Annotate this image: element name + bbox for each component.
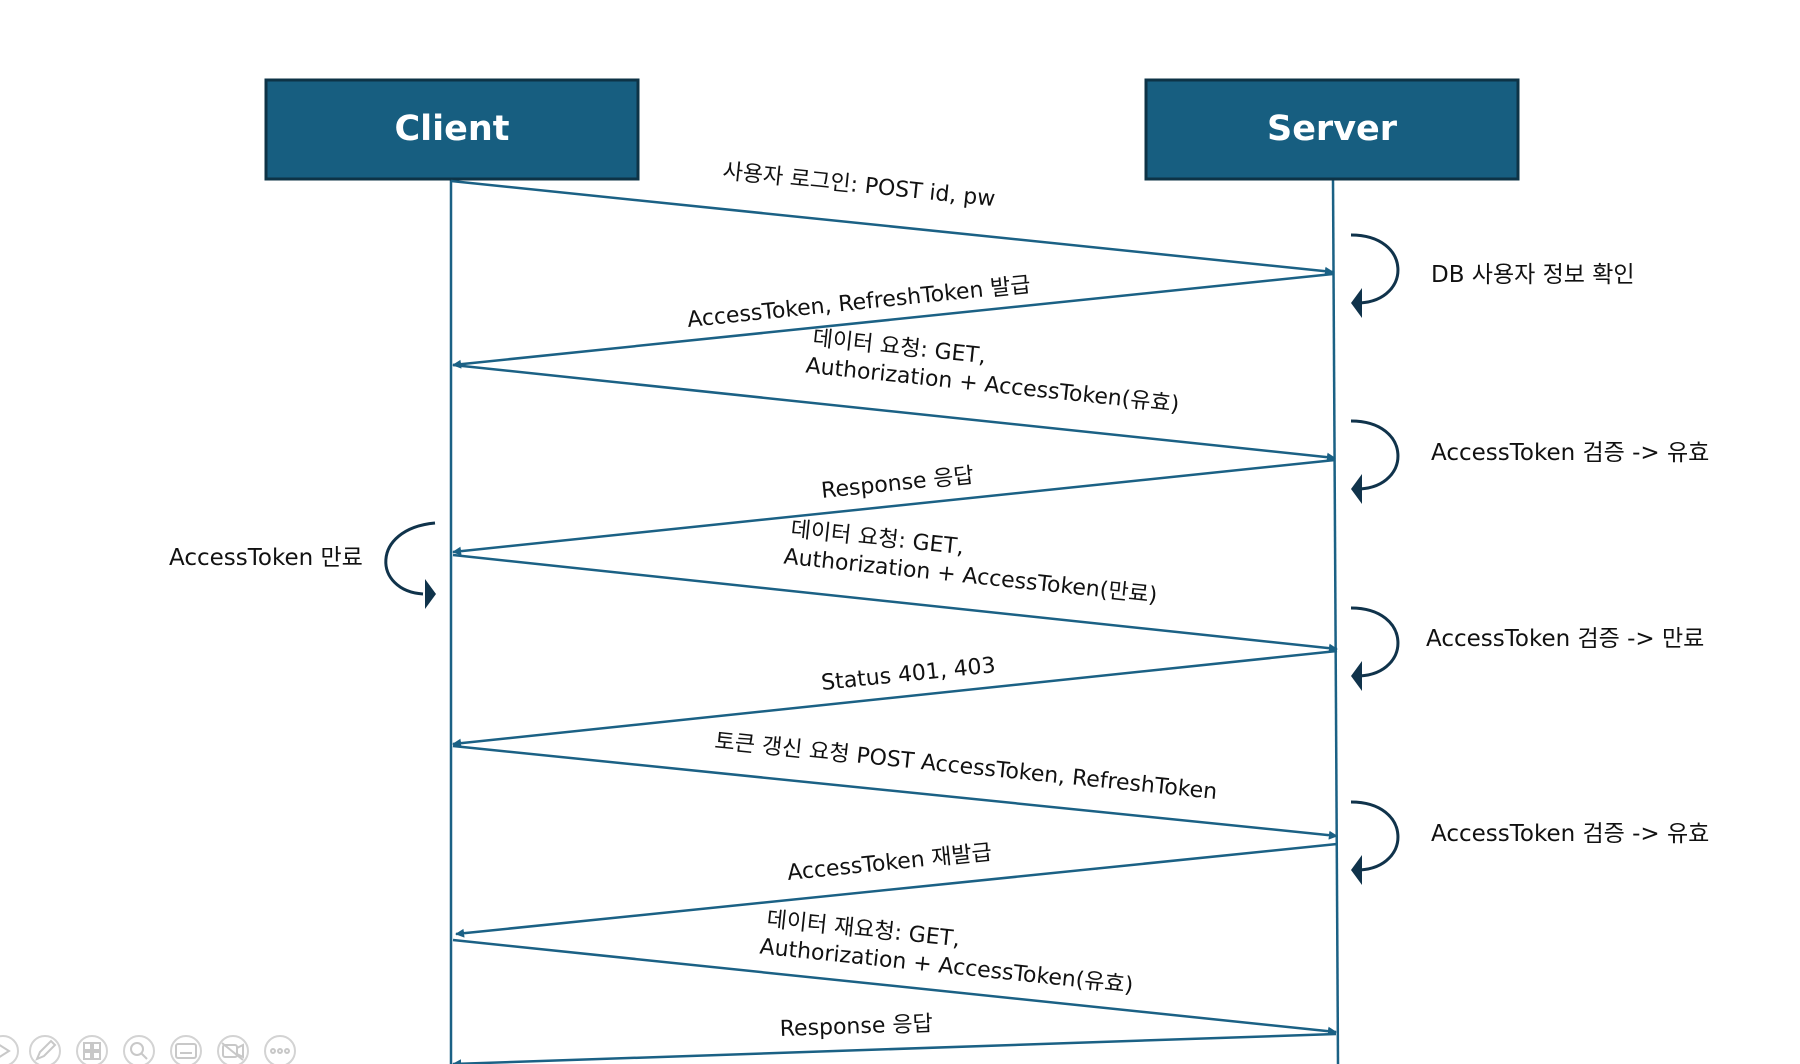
message-label-1: 사용자 로그인: POST id, pw bbox=[721, 159, 996, 212]
message-arrow-8 bbox=[455, 842, 1338, 938]
zoom-icon[interactable] bbox=[123, 1035, 155, 1064]
message-arrow-3 bbox=[452, 363, 1336, 462]
client-label: Client bbox=[394, 109, 509, 149]
message-arrow-5 bbox=[452, 553, 1338, 653]
message-label-4: Response 응답 bbox=[820, 463, 975, 504]
message-arrow-9 bbox=[452, 938, 1337, 1036]
message-label-8: AccessToken 재발급 bbox=[786, 840, 993, 886]
notes: DB 사용자 정보 확인 AccessToken 검증 -> 유효 Access… bbox=[169, 262, 1709, 847]
message-label-10-line: Response 응답 bbox=[779, 1012, 933, 1042]
more-icon[interactable] bbox=[264, 1035, 296, 1064]
slides-grid-icon[interactable] bbox=[76, 1035, 108, 1064]
message-arrow-7 bbox=[452, 744, 1338, 840]
message-label-10: Response 응답 bbox=[779, 1012, 933, 1042]
message-arrow-6 bbox=[452, 649, 1338, 748]
note-db-check: DB 사용자 정보 확인 bbox=[1431, 262, 1635, 288]
self-arrow-client-expired bbox=[384, 521, 436, 609]
note-token-renewed: AccessToken 검증 -> 유효 bbox=[1431, 821, 1709, 847]
message-label-1-line: 사용자 로그인: POST id, pw bbox=[721, 159, 996, 212]
play-icon[interactable] bbox=[0, 1035, 19, 1064]
server-lifeline bbox=[1331, 179, 1340, 1064]
message-label-4-line: Response 응답 bbox=[820, 463, 975, 504]
pen-icon[interactable] bbox=[29, 1035, 61, 1064]
message-label-7-line: 토큰 갱신 요청 POST AccessToken, RefreshToken bbox=[713, 729, 1218, 805]
self-arrows bbox=[384, 233, 1400, 885]
message-labels: 사용자 로그인: POST id, pw AccessToken, Refres… bbox=[686, 159, 1218, 1042]
message-arrow-4 bbox=[452, 458, 1336, 556]
message-label-3: 데이터 요청: GET, Authorization + AccessToken… bbox=[804, 326, 1183, 418]
note-client-expired: AccessToken 만료 bbox=[169, 545, 363, 571]
server-actor: Server bbox=[1144, 78, 1520, 181]
self-arrow-token-expired bbox=[1350, 606, 1400, 691]
presentation-toolbar bbox=[0, 1035, 296, 1064]
message-label-5-line-2: Authorization + AccessToken(만료) bbox=[782, 545, 1158, 609]
message-label-9: 데이터 재요청: GET, Authorization + AccessToke… bbox=[758, 907, 1137, 999]
server-label: Server bbox=[1267, 109, 1398, 149]
client-actor: Client bbox=[264, 78, 640, 181]
message-arrow-1 bbox=[450, 179, 1334, 276]
message-arrow-10 bbox=[452, 1032, 1337, 1064]
self-arrow-token-valid bbox=[1350, 419, 1400, 504]
camera-off-icon[interactable] bbox=[217, 1035, 249, 1064]
subtitles-icon[interactable] bbox=[170, 1035, 202, 1064]
message-label-8-line: AccessToken 재발급 bbox=[786, 840, 993, 886]
note-token-expired: AccessToken 검증 -> 만료 bbox=[1426, 626, 1704, 652]
note-token-valid: AccessToken 검증 -> 유효 bbox=[1431, 440, 1709, 466]
message-label-7: 토큰 갱신 요청 POST AccessToken, RefreshToken bbox=[713, 729, 1218, 805]
message-arrows bbox=[450, 179, 1338, 1064]
message-arrow-2 bbox=[452, 272, 1334, 369]
self-arrow-db-check bbox=[1350, 233, 1400, 318]
self-arrow-token-renewed bbox=[1350, 800, 1400, 885]
